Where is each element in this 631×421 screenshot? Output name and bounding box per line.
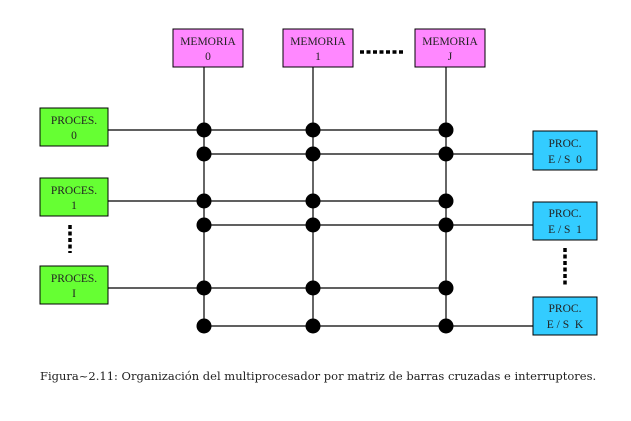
switch-node <box>438 122 454 138</box>
ellipsis-dots <box>68 50 567 286</box>
memory-label: MEMORIA <box>180 36 236 48</box>
switch-node <box>196 146 212 162</box>
switch-node <box>196 318 212 334</box>
processor-label: PROCES. <box>51 115 97 127</box>
switch-node <box>196 193 212 209</box>
processor-1: PROCES. 1 <box>39 177 109 217</box>
processor-i: PROCES. I <box>39 265 109 305</box>
processor-index: 0 <box>71 130 77 142</box>
memory-index: 1 <box>315 51 321 63</box>
memory-index: 0 <box>205 51 211 63</box>
switch-node <box>438 146 454 162</box>
processor-0: PROCES. 0 <box>39 107 109 147</box>
switch-node <box>305 217 321 233</box>
switch-node <box>438 280 454 296</box>
io-processor-1: PROC. E / S 1 <box>532 201 598 241</box>
switch-node <box>196 280 212 296</box>
switch-node <box>305 146 321 162</box>
memory-label: MEMORIA <box>290 36 346 48</box>
switch-node <box>305 280 321 296</box>
switch-node <box>438 318 454 334</box>
switch-node <box>196 217 212 233</box>
memory-module-j: MEMORIA J <box>414 28 486 68</box>
processor-label: PROCES. <box>51 273 97 285</box>
io-index: E / S K <box>547 319 584 331</box>
io-index: E / S 0 <box>548 154 582 166</box>
memory-module-1: MEMORIA 1 <box>282 28 354 68</box>
processor-index: 1 <box>71 200 77 212</box>
switch-node <box>305 193 321 209</box>
io-processor-k: PROC. E / S K <box>532 296 598 336</box>
switch-node <box>196 122 212 138</box>
switch-node <box>305 122 321 138</box>
io-index: E / S 1 <box>548 224 582 236</box>
io-label: PROC. <box>549 208 582 220</box>
io-label: PROC. <box>549 138 582 150</box>
io-processor-0: PROC. E / S 0 <box>532 130 598 171</box>
processor-index: I <box>72 288 76 300</box>
switch-node <box>438 193 454 209</box>
figure-caption: Figura~2.11: Organización del multiproce… <box>40 369 597 383</box>
io-label: PROC. <box>549 303 582 315</box>
processor-label: PROCES. <box>51 185 97 197</box>
memory-module-0: MEMORIA 0 <box>172 28 244 68</box>
crossbar-switches <box>196 122 454 334</box>
switch-node <box>438 217 454 233</box>
switch-node <box>305 318 321 334</box>
memory-index: J <box>448 51 453 63</box>
bus-lines <box>108 67 533 327</box>
memory-label: MEMORIA <box>422 36 478 48</box>
